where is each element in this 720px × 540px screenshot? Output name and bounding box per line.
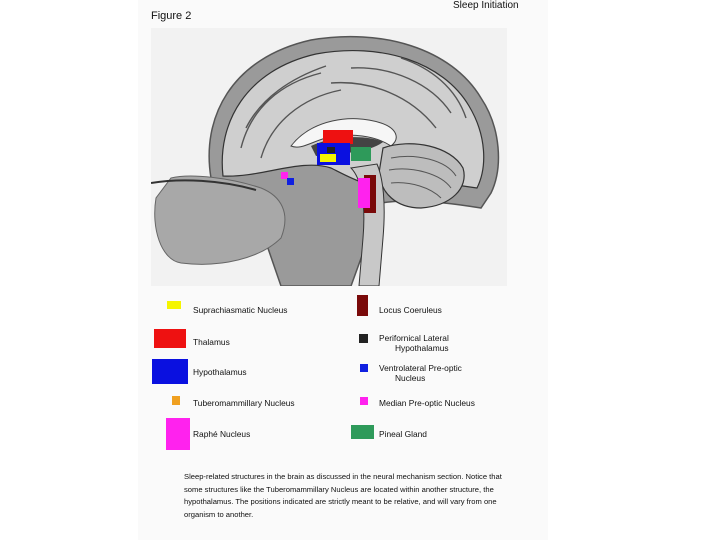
figure-caption: Sleep-related structures in the brain as… xyxy=(184,471,534,521)
caption-line-2: some structures like the Tuberomammillar… xyxy=(184,484,494,494)
marker-thalamus xyxy=(323,130,353,144)
label-perifornical-line2: Hypothalamus xyxy=(395,343,449,353)
swatch-perifornical xyxy=(359,334,368,343)
swatch-hypothalamus xyxy=(152,359,188,384)
label-locus-coeruleus: Locus Coeruleus xyxy=(379,305,442,315)
swatch-thalamus xyxy=(154,329,186,348)
marker-raphe xyxy=(358,178,370,208)
label-suprachiasmatic: Suprachiasmatic Nucleus xyxy=(193,305,288,315)
label-vlpo-line2: Nucleus xyxy=(395,373,426,383)
cranial-base xyxy=(151,179,257,191)
figure-label: Figure 2 xyxy=(151,10,192,22)
swatch-pineal xyxy=(351,425,374,439)
brain-sagittal-drawing xyxy=(151,28,507,286)
label-raphe: Raphé Nucleus xyxy=(193,429,251,439)
gyri-lines xyxy=(240,57,467,159)
marker-suprachiasmatic xyxy=(320,154,336,162)
label-thalamus: Thalamus xyxy=(193,337,230,347)
label-pineal: Pineal Gland xyxy=(379,429,427,439)
swatch-suprachiasmatic xyxy=(167,301,181,309)
label-median-preoptic: Median Pre-optic Nucleus xyxy=(379,398,475,408)
swatch-median-preoptic xyxy=(360,397,368,405)
caption-line-4: organism to another. xyxy=(184,509,254,519)
swatch-locus-coeruleus xyxy=(357,295,368,316)
marker-perifornical xyxy=(327,147,335,153)
label-perifornical-line1: Perifornical Lateral xyxy=(379,333,449,343)
marker-median-preoptic xyxy=(281,172,288,179)
swatch-vlpo xyxy=(360,364,368,372)
swatch-tuberomammillary xyxy=(172,396,180,405)
swatch-raphe xyxy=(166,418,190,450)
marker-vlpo xyxy=(287,178,294,185)
caption-line-1: Sleep-related structures in the brain as… xyxy=(184,472,502,481)
label-vlpo-line1: Ventrolateral Pre-optic xyxy=(379,363,462,373)
label-perifornical: Perifornical Lateral Hypothalamus xyxy=(379,333,449,353)
marker-pineal xyxy=(351,147,371,161)
cerebellum xyxy=(378,143,465,209)
label-hypothalamus: Hypothalamus xyxy=(193,367,247,377)
figure-header: Sleep Initiation xyxy=(453,0,519,11)
cerebellum-folia xyxy=(388,155,457,199)
label-vlpo: Ventrolateral Pre-optic Nucleus xyxy=(379,363,462,383)
facial-region xyxy=(154,175,286,265)
caption-line-3: hypothalamus. The positions indicated ar… xyxy=(184,497,497,506)
label-tuberomammillary: Tuberomammillary Nucleus xyxy=(193,398,295,408)
